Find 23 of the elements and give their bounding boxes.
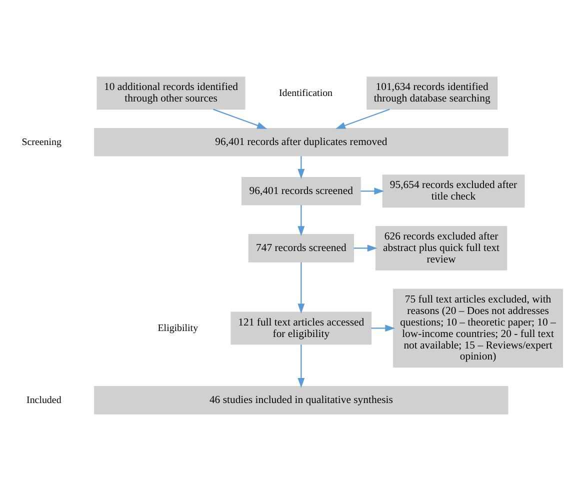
node-box: 101,634 records identified through database searching [366, 76, 498, 110]
node-box: 95,654 records excluded after title check [382, 174, 525, 208]
label: Included [26, 394, 62, 406]
node-box: 121 full text articles accessed for eligibility [230, 311, 372, 344]
arrow [371, 324, 396, 332]
label: Identification [278, 87, 333, 98]
arrow [298, 344, 305, 388]
label: Eligibility [158, 322, 198, 334]
arrow [298, 204, 305, 236]
node-box: 96,401 records screened [241, 176, 361, 205]
node-box: 75 full text articles excluded, with reasons (20 – Does not addresses questions; 10 – theoretic paper; 10 – low-income countries; 20 - full text not available; 15 – Reviews/expert opinion) [393, 288, 563, 368]
label: Screening [22, 136, 62, 148]
node-box: 96,401 records after duplicates removed [94, 127, 508, 156]
arrow [298, 156, 305, 178]
node-box: 10 additional records identified through other sources [96, 76, 246, 110]
arrow [354, 244, 378, 252]
arrow [298, 262, 305, 314]
node-box: 626 records excluded after abstract plus quick full text review [375, 225, 508, 270]
arrow [213, 108, 268, 128]
arrow [335, 108, 390, 128]
node-box: 747 records screened [248, 234, 354, 262]
arrow [360, 187, 384, 194]
node-box: 46 studies included in qualitative synthesis [94, 386, 508, 414]
